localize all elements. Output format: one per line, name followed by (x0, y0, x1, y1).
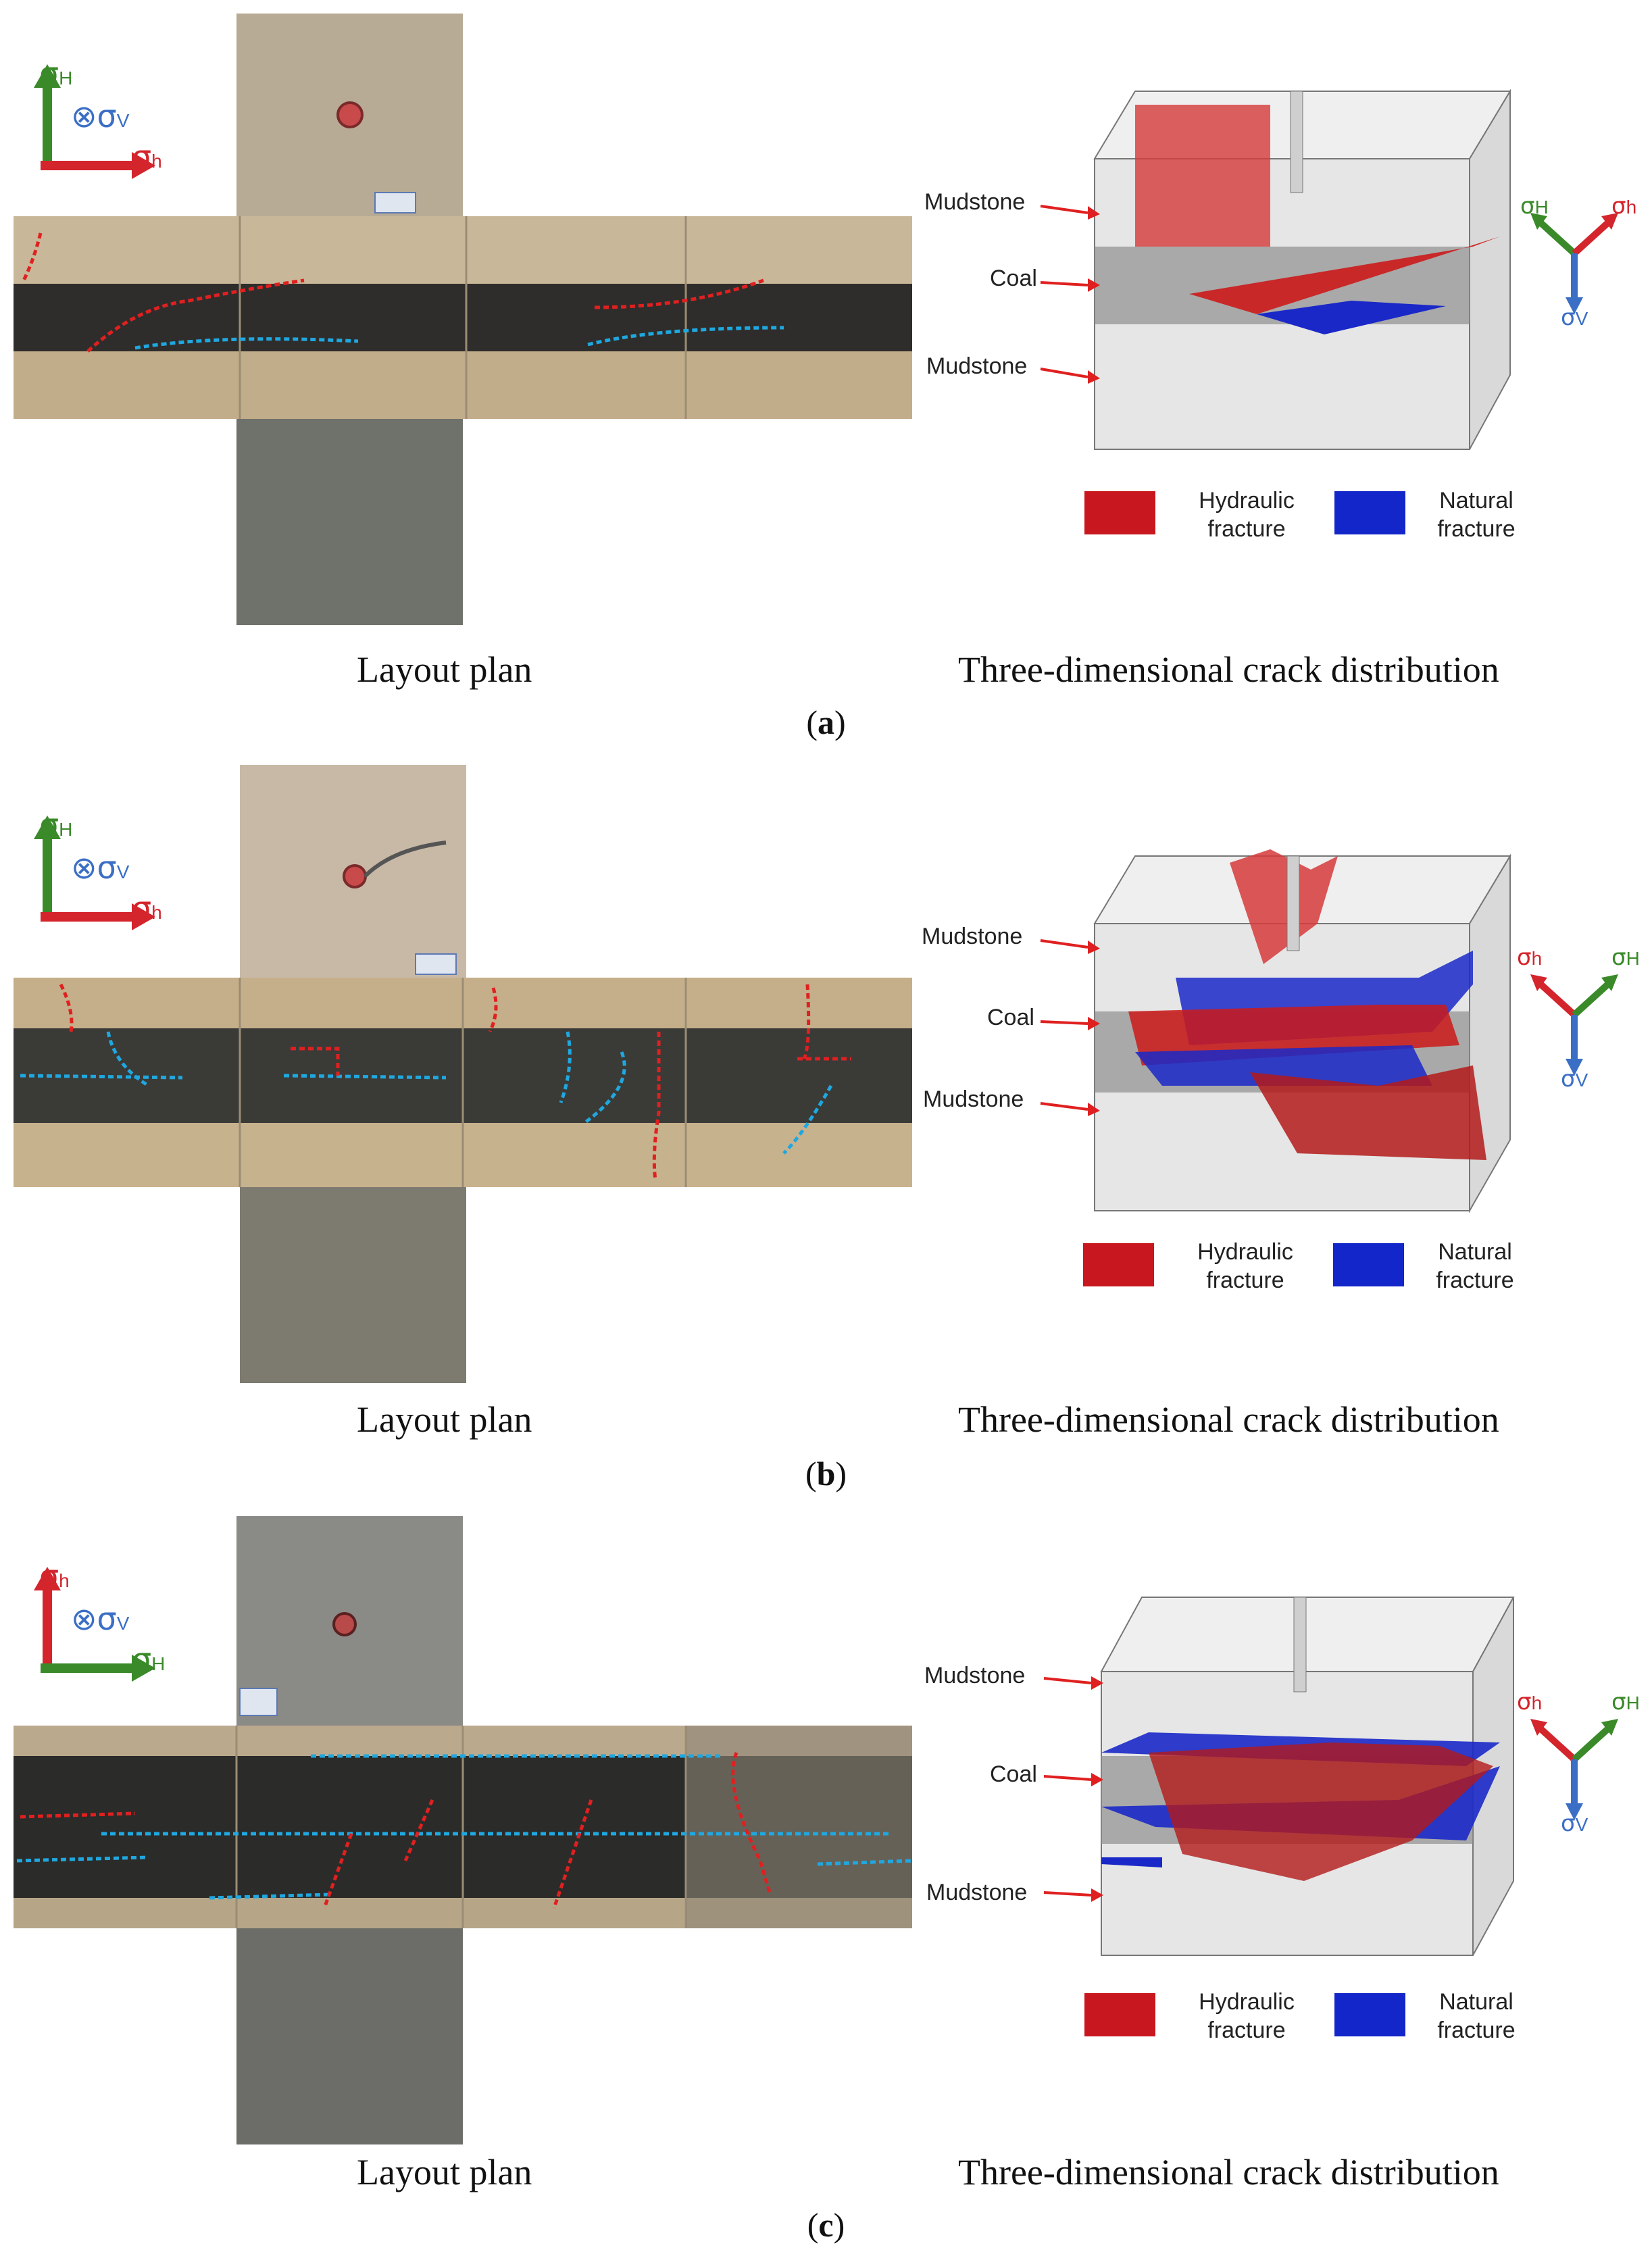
axis-out-label: ⊗σV (71, 849, 130, 886)
legend-swatch-hydraulic (1083, 1243, 1154, 1286)
axis-right-label: σh (132, 890, 162, 926)
axis-right-label: σh (132, 139, 162, 175)
axis3d-left-label: σh (1517, 1688, 1543, 1715)
axis3d-left-label: σH (1520, 193, 1549, 220)
panel-c: σh ⊗σV σH (0, 1503, 1652, 2253)
axis3d-down-label: σV (1561, 1065, 1588, 1093)
legend-swatch-hydraulic (1084, 1993, 1155, 2036)
caption-layout: Layout plan (357, 649, 532, 690)
crack-3d-model (1093, 849, 1511, 1213)
layer-label-bottom: Mudstone (923, 1086, 1024, 1112)
panel-a: σH ⊗σV σh Mudstone (0, 0, 1652, 750)
specimen-layout-photo (14, 765, 912, 1383)
layer-label-middle: Coal (990, 1761, 1037, 1787)
stress-axes-icon (34, 816, 155, 930)
axis-out-label: ⊗σV (71, 1601, 130, 1637)
layer-arrows-icon (1040, 939, 1100, 1116)
axis-up-label: σH (39, 55, 73, 92)
crack-3d-model (1100, 1597, 1515, 1956)
legend-swatch-natural (1334, 491, 1405, 534)
layer-label-top: Mudstone (922, 924, 1023, 949)
axis-out-label: ⊗σV (71, 98, 130, 134)
panel-letter: (b) (805, 1455, 847, 1492)
panel-b: σH ⊗σV σh (0, 751, 1652, 1501)
crack-3d-model (1093, 89, 1511, 450)
layer-label-top: Mudstone (924, 1663, 1026, 1688)
caption-crack3d: Three-dimensional crack distribution (958, 2152, 1499, 2192)
layer-label-middle: Coal (987, 1005, 1034, 1030)
stress-axes-3d-icon (1530, 213, 1618, 314)
axis-up-label: σH (39, 807, 73, 843)
axis3d-down-label: σV (1561, 1810, 1588, 1837)
legend-swatch-natural (1334, 1993, 1405, 2036)
stress-axes-icon (34, 1567, 155, 1682)
layer-arrows-icon (1040, 205, 1100, 384)
axis-up-label: σh (39, 1558, 70, 1595)
axis3d-down-label: σV (1561, 304, 1588, 331)
axis3d-right-label: σH (1611, 944, 1640, 971)
caption-layout: Layout plan (357, 1399, 532, 1440)
layer-label-bottom: Mudstone (926, 1880, 1028, 1905)
stress-axes-icon (34, 64, 155, 179)
axis3d-right-label: σH (1611, 1688, 1640, 1715)
axis-right-label: σH (132, 1641, 166, 1678)
stress-axes-3d-icon (1530, 974, 1618, 1076)
panel-letter: (c) (807, 2206, 845, 2244)
caption-layout: Layout plan (357, 2152, 532, 2192)
legend-swatch-natural (1333, 1243, 1404, 1286)
layer-label-bottom: Mudstone (926, 353, 1028, 379)
layer-label-top: Mudstone (924, 189, 1026, 215)
axis3d-left-label: σh (1517, 944, 1543, 971)
legend-swatch-hydraulic (1084, 491, 1155, 534)
caption-crack3d: Three-dimensional crack distribution (958, 1399, 1499, 1440)
axis3d-right-label: σh (1611, 193, 1637, 220)
specimen-layout-photo (14, 14, 912, 625)
layer-label-middle: Coal (990, 266, 1037, 291)
specimen-layout-photo (14, 1516, 913, 2144)
caption-crack3d: Three-dimensional crack distribution (958, 649, 1499, 690)
layer-arrows-icon (1043, 1676, 1103, 1902)
stress-axes-3d-icon (1530, 1719, 1618, 1820)
panel-letter: (a) (806, 703, 846, 741)
